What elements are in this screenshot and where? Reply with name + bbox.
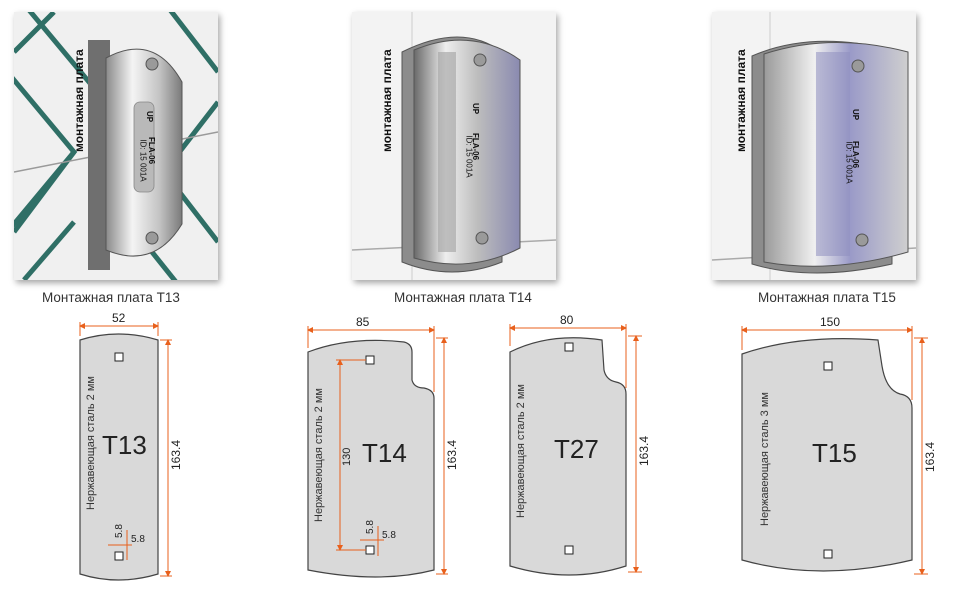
plate-t27-outline — [509, 337, 627, 576]
width-label: 52 — [112, 311, 126, 325]
material-label: Нержавеющая сталь 3 мм — [759, 392, 771, 526]
photo-t13: монтажная плата UP FLA-06 ID: 15 001A — [14, 12, 218, 280]
plate-name: T13 — [102, 430, 147, 460]
plate-t13: 52 163.4 Нержавеющая сталь 2 мм T13 5.8 … — [79, 311, 183, 581]
plate-t14: 85 163.4 130 Нержавеющая сталь 2 мм T14 … — [307, 315, 459, 578]
caption-t15: Монтажная плата T15 — [758, 290, 896, 305]
plate-name: T27 — [554, 434, 599, 464]
hole-dim-1: 5.8 — [114, 524, 125, 538]
hole-top — [114, 352, 124, 362]
hole-dim-2: 5.8 — [131, 534, 145, 545]
hole-bottom — [564, 545, 574, 555]
height-label: 163.4 — [637, 436, 651, 466]
plate-t27: 80 163.4 Нержавеющая сталь 2 мм T27 — [509, 313, 651, 576]
width-label: 80 — [560, 313, 574, 327]
plate-name: T15 — [812, 438, 857, 468]
hole-top — [365, 355, 375, 365]
material-label: Нержавеющая сталь 2 мм — [313, 388, 325, 522]
hole-bottom — [823, 549, 833, 559]
hole-spacing-label: 130 — [341, 448, 353, 466]
height-label: 163.4 — [445, 440, 459, 470]
hole-top — [823, 361, 833, 371]
width-label: 150 — [820, 315, 840, 329]
plate-t13-outline — [79, 333, 159, 581]
hole-dim-1: 5.8 — [365, 520, 376, 534]
material-label: Нержавеющая сталь 2 мм — [515, 384, 527, 518]
plate-t15-outline — [741, 338, 913, 572]
hole-bottom — [114, 551, 124, 561]
caption-t14: Монтажная плата T14 — [394, 290, 532, 305]
caption-t13: Монтажная плата T13 — [42, 290, 180, 305]
plate-name: T14 — [362, 438, 407, 468]
height-label: 163.4 — [169, 440, 183, 470]
photo-t15: монтажная плата UP FLA-06 ID: 15 001A — [712, 12, 916, 280]
hole-dim-2: 5.8 — [382, 530, 396, 541]
hole-top — [564, 342, 574, 352]
photo-t14: монтажная плата UP FLA-06 ID: 15 001A — [352, 12, 556, 280]
width-label: 85 — [356, 315, 370, 329]
hole-bottom — [365, 545, 375, 555]
plate-t15: 150 163.4 Нержавеющая сталь 3 мм T15 — [741, 315, 937, 575]
height-label: 163.4 — [923, 442, 937, 472]
material-label: Нержавеющая сталь 2 мм — [85, 376, 97, 510]
